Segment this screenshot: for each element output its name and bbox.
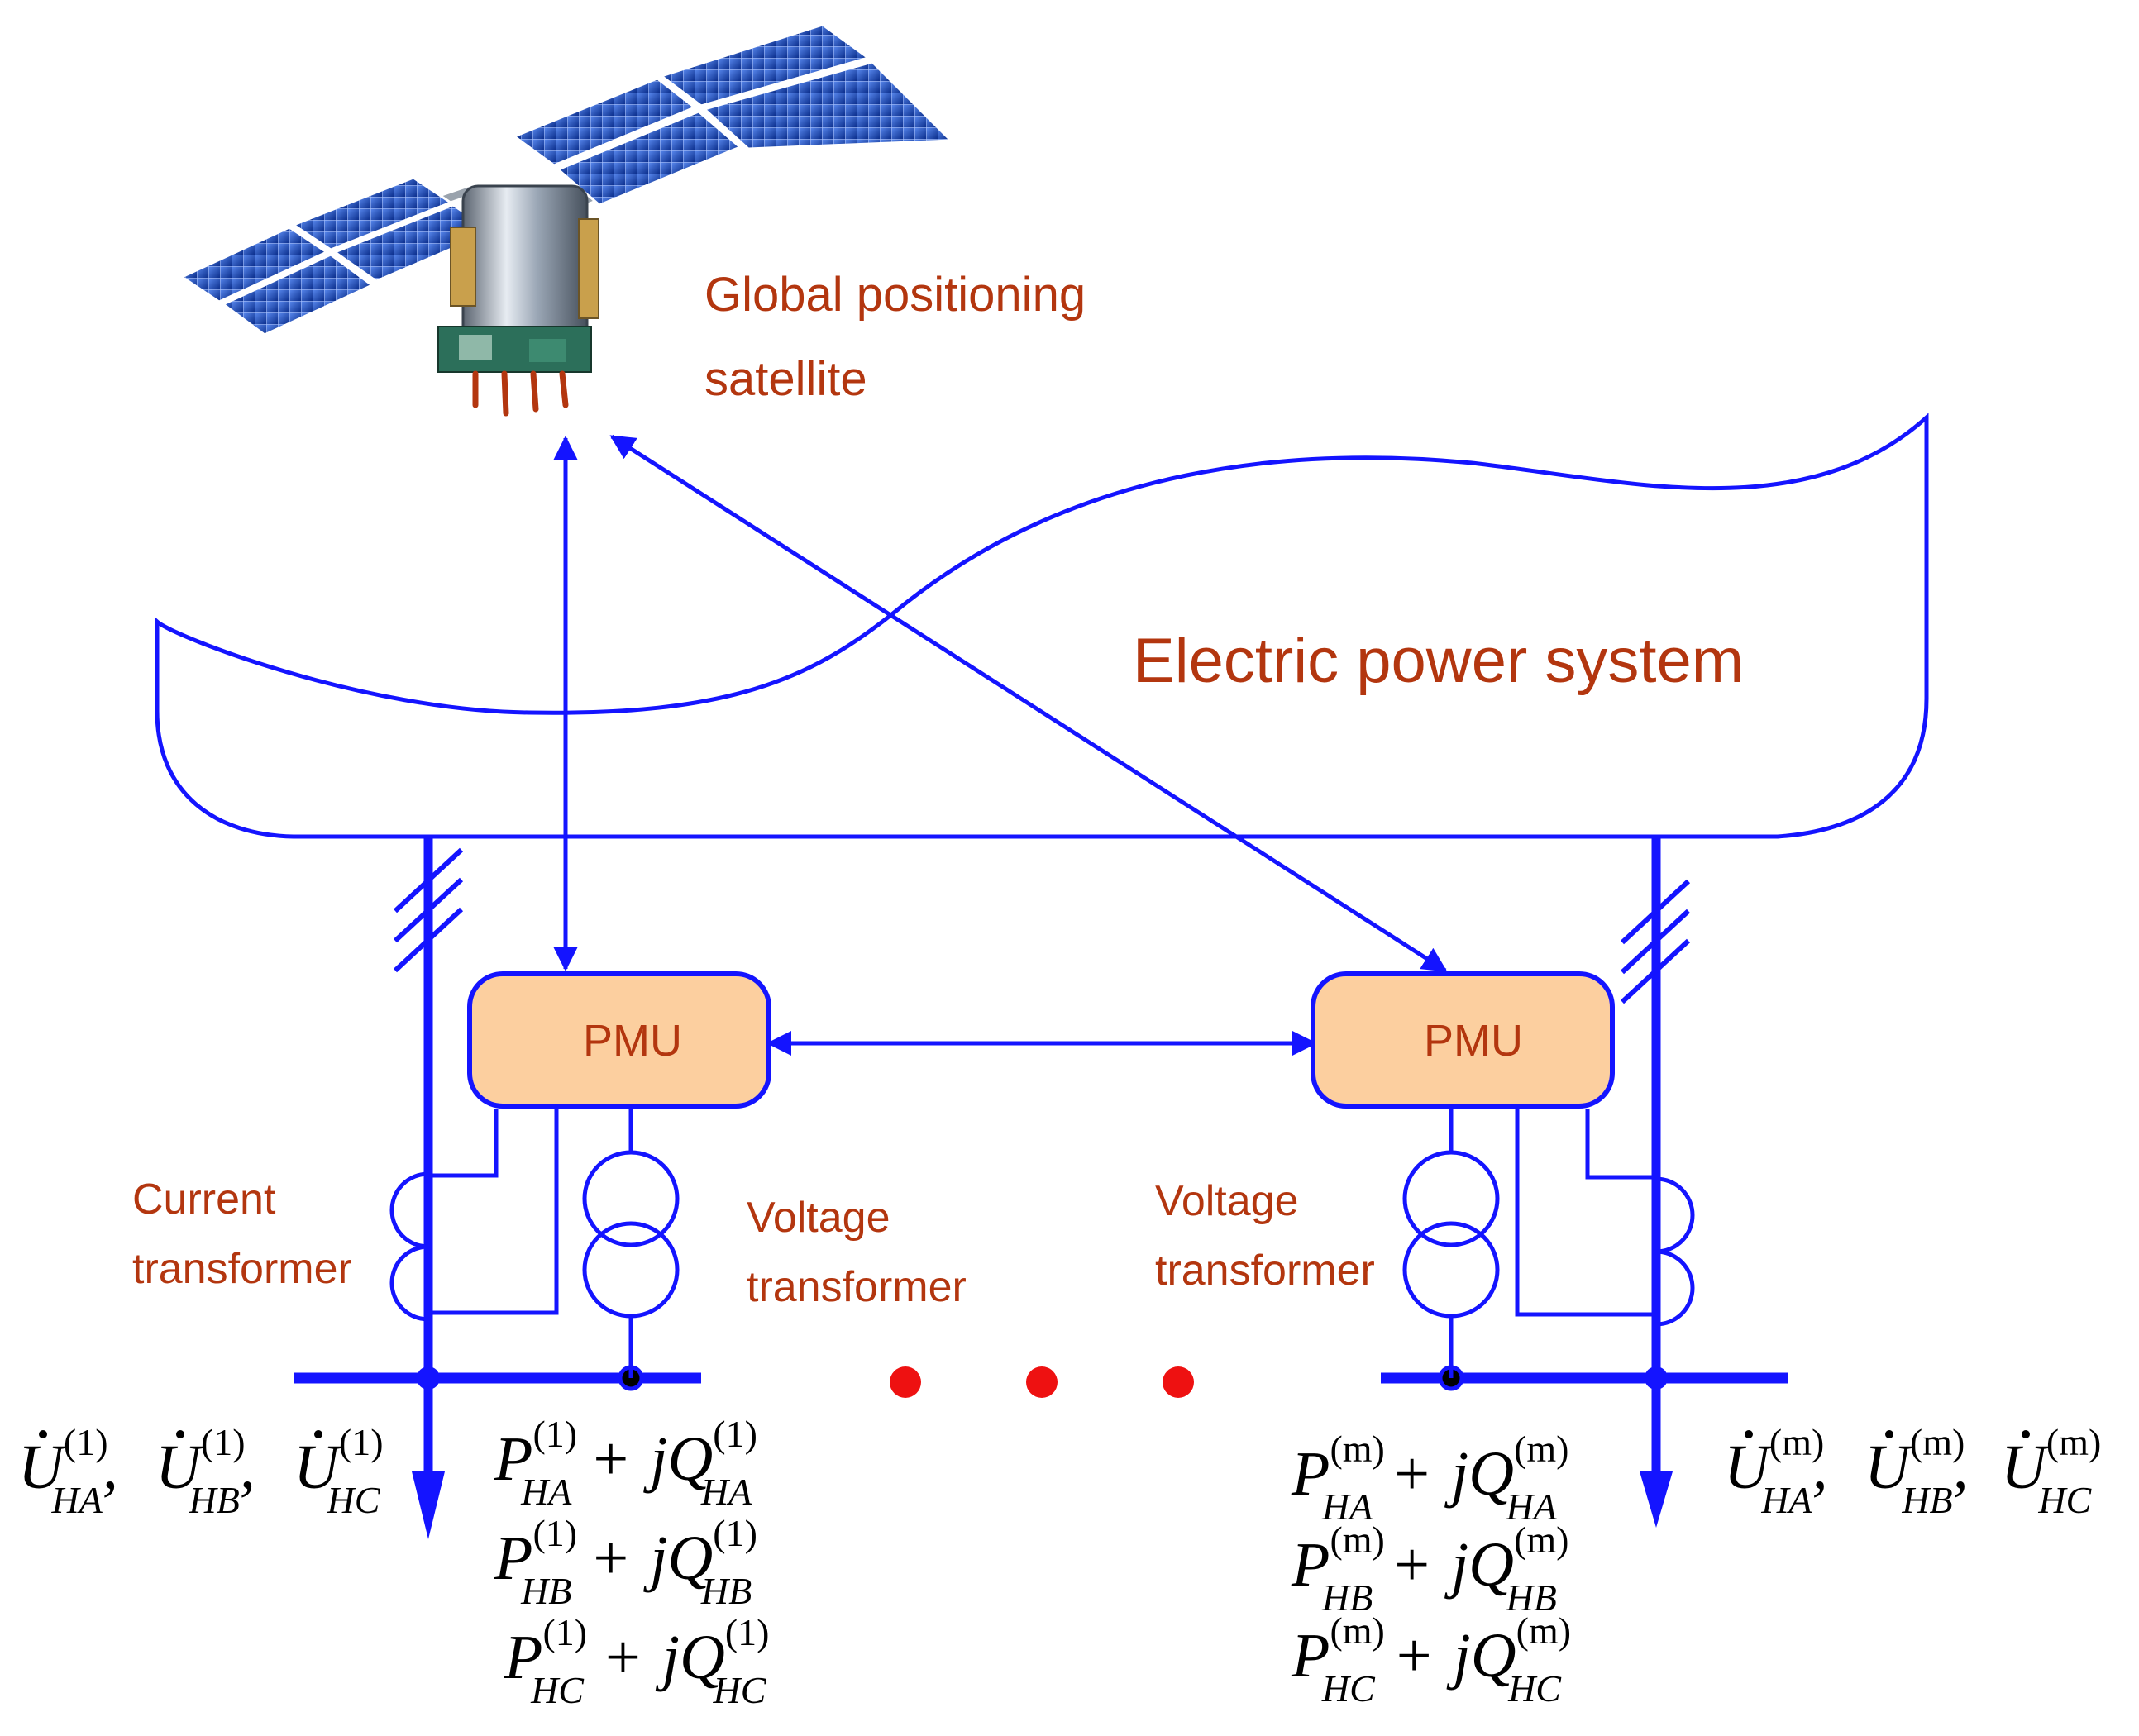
power-right: P(m)HA+jQ(m)HA P(m)HB+jQ(m)HB P(m)HC+jQ(… bbox=[1291, 1428, 1571, 1710]
satellite-label-line2: satellite bbox=[704, 352, 867, 406]
current-transformer-icon bbox=[1515, 1109, 1695, 1327]
solar-panel bbox=[511, 77, 697, 167]
solar-panel bbox=[658, 23, 871, 107]
three-phase-mark-right bbox=[1620, 879, 1691, 1004]
pmu-right bbox=[1311, 971, 1615, 1109]
right-node bbox=[1645, 1366, 1668, 1390]
voltage-transformer-icon bbox=[582, 1109, 680, 1378]
phasor-u-ha-1: U(1)HA, bbox=[18, 1421, 118, 1521]
ellipsis-dot bbox=[1026, 1366, 1058, 1398]
power-left: P(1)HA+jQ(1)HA P(1)HB+jQ(1)HB P(1)HC+jQ(… bbox=[494, 1413, 770, 1711]
vt-right-label-line1: Voltage bbox=[1155, 1177, 1299, 1225]
three-phase-mark-left bbox=[393, 847, 464, 973]
satellite-icon bbox=[179, 23, 954, 417]
satellite-label-line1: Global positioning bbox=[704, 268, 1086, 322]
phasor-u-hb-m: U(m)HB, bbox=[1864, 1421, 1969, 1521]
phasor-u-hb-1: U(1)HB, bbox=[155, 1421, 255, 1521]
satellite-foil bbox=[578, 218, 599, 319]
vt-left-label-line1: Voltage bbox=[747, 1194, 890, 1242]
pmu-left bbox=[467, 971, 771, 1109]
power-hb-1: P(1)HB+jQ(1)HB bbox=[494, 1512, 757, 1612]
satellite-module bbox=[459, 335, 492, 360]
power-hc-m: P(m)HC+jQ(m)HC bbox=[1291, 1610, 1571, 1710]
satellite-body bbox=[461, 184, 589, 349]
left-node bbox=[417, 1366, 440, 1390]
left-feeder-arrow bbox=[412, 1471, 445, 1539]
current-transformer-icon bbox=[389, 1109, 559, 1322]
pmu-right-label: PMU bbox=[1424, 1016, 1523, 1066]
ellipsis-dots bbox=[890, 1366, 1194, 1398]
voltage-phasors-left: U(1)HA, U(1)HB, U(1)HC bbox=[18, 1421, 384, 1521]
phasor-dots bbox=[39, 1430, 322, 1438]
phasor-u-hc-m: U(m)HC bbox=[2001, 1421, 2101, 1521]
vt-right-label-line2: transformer bbox=[1155, 1247, 1375, 1295]
ct-left-label-line1: Current bbox=[132, 1176, 276, 1223]
voltage-phasors-right: U(m)HA, U(m)HB, U(m)HC bbox=[1724, 1421, 2101, 1521]
power-ha-1: P(1)HA+jQ(1)HA bbox=[494, 1413, 757, 1513]
ellipsis-dot bbox=[890, 1366, 921, 1398]
phasor-u-hc-1: U(1)HC bbox=[294, 1421, 384, 1521]
power-ha-m: P(m)HA+jQ(m)HA bbox=[1291, 1428, 1568, 1528]
solar-panel bbox=[179, 226, 330, 303]
satellite-antennas bbox=[472, 370, 569, 417]
satellite-module bbox=[529, 339, 566, 362]
solar-panel bbox=[221, 253, 375, 336]
pmu-left-label: PMU bbox=[583, 1016, 682, 1066]
ellipsis-dot bbox=[1163, 1366, 1194, 1398]
phasor-u-ha-m: U(m)HA, bbox=[1724, 1421, 1828, 1521]
left-feeder bbox=[294, 838, 701, 1539]
system-label: Electric power system bbox=[1133, 626, 1744, 696]
solar-panel bbox=[290, 176, 454, 251]
vt-left-label-line2: transformer bbox=[747, 1263, 967, 1311]
right-feeder-arrow bbox=[1640, 1471, 1673, 1528]
phasor-dots bbox=[1745, 1430, 2030, 1438]
satellite-foil bbox=[450, 227, 476, 307]
gps-link-right bbox=[609, 434, 1448, 973]
power-hc-1: P(1)HC+jQ(1)HC bbox=[504, 1611, 770, 1711]
voltage-transformer-icon bbox=[1402, 1109, 1500, 1378]
ct-left-label-line2: transformer bbox=[132, 1245, 352, 1293]
solar-panel bbox=[701, 60, 954, 150]
right-feeder bbox=[1381, 838, 1788, 1528]
power-hb-m: P(m)HB+jQ(m)HB bbox=[1291, 1519, 1568, 1619]
